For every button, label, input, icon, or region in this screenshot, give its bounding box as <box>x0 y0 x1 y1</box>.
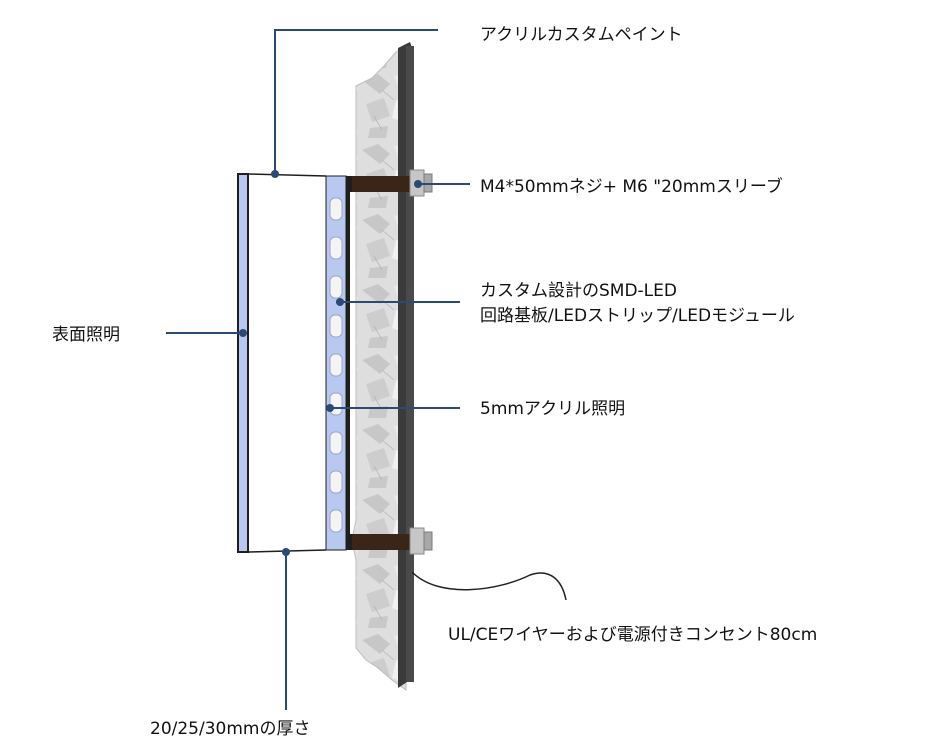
led-module <box>329 353 343 377</box>
label-face-lit: 表面照明 <box>52 325 120 345</box>
led-module <box>329 197 343 221</box>
label-screw: M4*50mmネジ+ M6 "20mmスリーブ <box>480 176 783 197</box>
label-acrylic: 5mmアクリル照明 <box>480 399 625 419</box>
leader-dots <box>239 170 422 556</box>
label-smd-line2: 回路基板/LEDストリップ/LEDモジュール <box>480 306 795 326</box>
led-module <box>329 431 343 455</box>
label-paint: アクリルカスタムペイント <box>480 25 683 45</box>
label-thickness: 20/25/30mmの厚さ <box>150 719 310 739</box>
led-module <box>329 275 343 299</box>
label-smd-line1: カスタム設計のSMD-LED <box>480 281 677 301</box>
led-module <box>329 236 343 260</box>
led-module <box>329 509 343 533</box>
led-module <box>329 392 343 416</box>
wall-rock-layer <box>351 45 407 691</box>
leader-lines <box>166 29 470 710</box>
sign-face <box>237 173 327 553</box>
label-wire: UL/CEワイヤーおよび電源付きコンセント80cm <box>448 625 817 645</box>
led-module <box>329 314 343 338</box>
led-modules <box>329 197 343 533</box>
wall-panel <box>398 42 414 688</box>
back-frame-bar <box>345 176 350 550</box>
led-module <box>329 470 343 494</box>
power-wire <box>411 571 567 601</box>
